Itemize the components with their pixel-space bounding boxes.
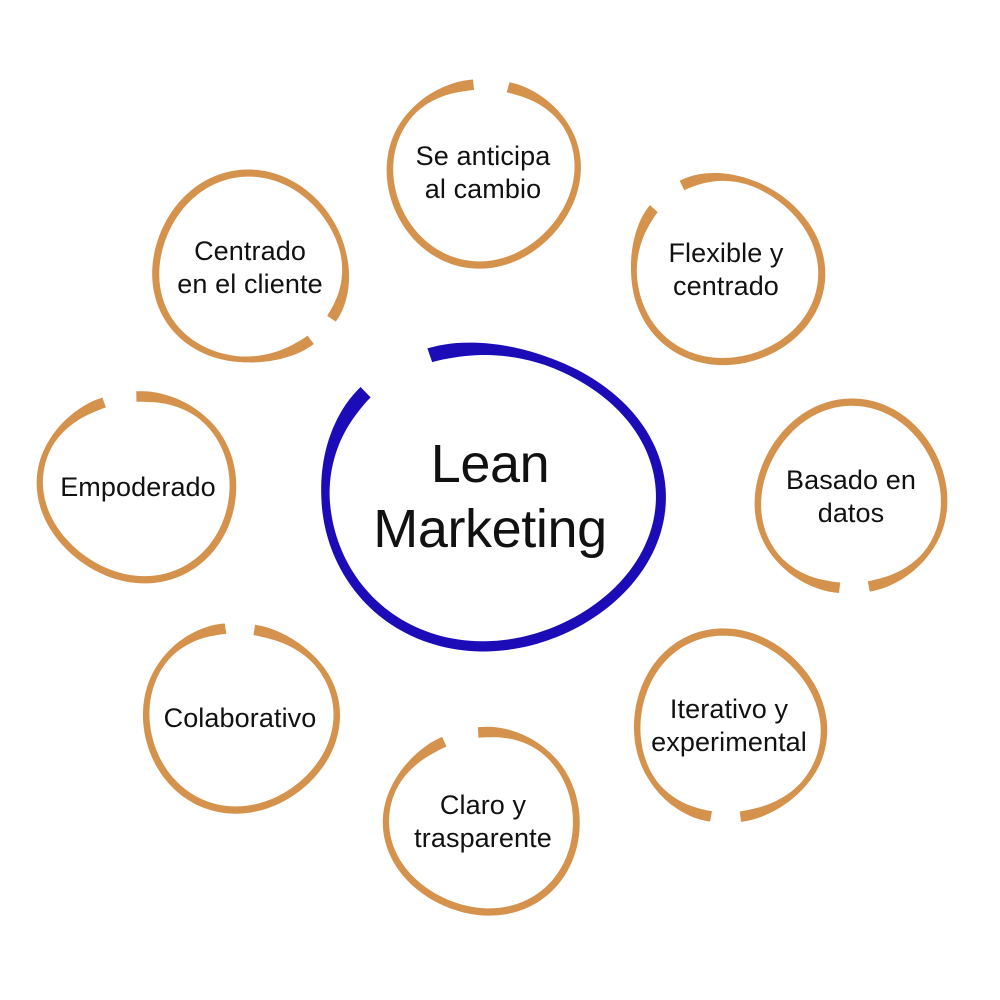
center-node-lean-marketing[interactable]: Lean Marketing: [342, 357, 638, 637]
satellite-label-colaborativo: Colaborativo: [163, 702, 317, 733]
satellite-node-centrado-en-el-cliente[interactable]: Centrado en el cliente: [142, 182, 358, 354]
satellite-node-flexible-y-centrado[interactable]: Flexible y centrado: [620, 184, 832, 356]
satellite-label-claro-y-trasparente: Claro y trasparente: [414, 790, 552, 853]
satellite-node-claro-y-trasparente[interactable]: Claro y trasparente: [377, 737, 589, 907]
satellite-label-empoderado: Empoderado: [60, 471, 216, 502]
satellite-label-se-anticipa-al-cambio: Se anticipa al cambio: [415, 141, 551, 204]
satellite-node-iterativo-y-experimental[interactable]: Iterativo y experimental: [623, 640, 835, 812]
satellite-node-colaborativo[interactable]: Colaborativo: [134, 632, 346, 804]
satellite-node-se-anticipa-al-cambio[interactable]: Se anticipa al cambio: [378, 88, 588, 258]
satellite-node-basado-en-datos[interactable]: Basado en datos: [745, 411, 957, 583]
satellite-label-iterativo-y-experimental: Iterativo y experimental: [651, 694, 807, 757]
center-node-label: Lean Marketing: [373, 434, 607, 559]
satellite-node-empoderado[interactable]: Empoderado: [30, 401, 246, 573]
satellite-label-flexible-y-centrado: Flexible y centrado: [668, 238, 784, 301]
satellite-label-centrado-en-el-cliente: Centrado en el cliente: [177, 236, 323, 299]
satellite-label-basado-en-datos: Basado en datos: [785, 465, 916, 528]
